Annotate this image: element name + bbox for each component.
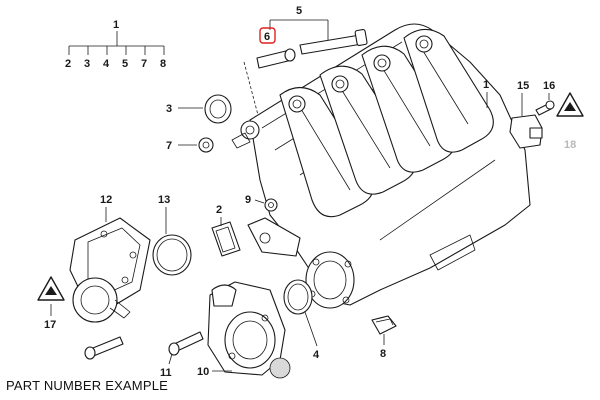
callout-11[interactable]: 11: [160, 367, 172, 379]
callout-1-group[interactable]: 1: [113, 19, 119, 31]
sensor-15: [509, 114, 543, 149]
intake-manifold: [240, 23, 531, 309]
caption: PART NUMBER EXAMPLE: [6, 378, 169, 393]
screw-16: [535, 100, 555, 116]
callout-4[interactable]: 4: [313, 349, 320, 361]
seal-2: [211, 221, 241, 257]
warning-triangle-icon-17: [37, 276, 65, 301]
gasket-4: [283, 279, 313, 315]
bolt-lower-left: [84, 336, 124, 360]
bolt-5: [299, 29, 368, 55]
group-child-5[interactable]: 5: [122, 58, 128, 70]
callout-1[interactable]: 1: [483, 79, 489, 91]
callout-2[interactable]: 2: [216, 204, 222, 216]
seal-ring-3: [204, 94, 232, 124]
callout-6-highlight: [259, 27, 276, 44]
callout-17[interactable]: 17: [44, 319, 56, 331]
callout-10[interactable]: 10: [197, 366, 209, 378]
callout-8[interactable]: 8: [380, 348, 386, 360]
nut-9: [264, 198, 278, 212]
bolt-11: [168, 331, 204, 356]
callout-12[interactable]: 12: [100, 194, 112, 206]
callout-15[interactable]: 15: [517, 80, 529, 92]
callout-16[interactable]: 16: [543, 80, 555, 92]
callout-13[interactable]: 13: [158, 194, 170, 206]
throttle-body-10: [207, 281, 291, 379]
group-child-8[interactable]: 8: [160, 58, 166, 70]
clip-8: [371, 315, 397, 335]
callout-18[interactable]: 18: [564, 139, 576, 151]
callout-7[interactable]: 7: [166, 140, 172, 152]
callout-5[interactable]: 5: [296, 5, 302, 17]
bushing-7: [198, 132, 251, 153]
sleeve-6: [256, 48, 296, 69]
gasket-13: [152, 234, 192, 276]
callout-9[interactable]: 9: [245, 194, 251, 206]
warning-triangle-icon-18: [556, 92, 584, 117]
group-callout-tree: 1 2 3 4 5 7 8: [65, 19, 166, 70]
group-child-3[interactable]: 3: [84, 58, 90, 70]
callout-6[interactable]: 6: [264, 31, 270, 43]
group-child-7[interactable]: 7: [141, 58, 147, 70]
group-child-4[interactable]: 4: [103, 58, 110, 70]
air-mass-meter-12: [69, 217, 151, 323]
group-child-2[interactable]: 2: [65, 58, 71, 70]
callout-3[interactable]: 3: [166, 103, 172, 115]
